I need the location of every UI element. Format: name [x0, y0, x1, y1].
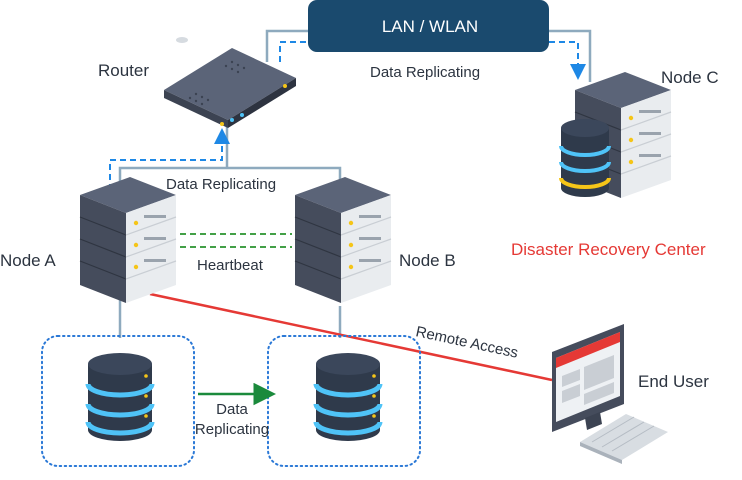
node-c-label: Node C	[661, 68, 719, 87]
mid-replication-label: Data Replicating	[166, 176, 276, 193]
storage-a-database-icon	[88, 353, 152, 441]
node-a-server-icon	[79, 176, 177, 304]
remote-access-link	[149, 292, 553, 382]
storage-replication-label-line2: Replicating	[195, 421, 269, 438]
end-user-label: End User	[638, 372, 709, 391]
network-box	[308, 0, 549, 52]
network-label: LAN / WLAN	[382, 17, 478, 36]
router-label: Router	[98, 61, 149, 80]
node-a-label: Node A	[0, 251, 56, 270]
node-c-database-icon	[559, 119, 611, 197]
top-replication-label: Data Replicating	[370, 64, 480, 81]
storage-replication-label-line1: Data	[216, 401, 248, 418]
disaster-recovery-label: Disaster Recovery Center	[511, 240, 706, 259]
router-icon	[164, 37, 296, 128]
heartbeat-link	[180, 233, 292, 248]
node-b-server-icon	[294, 176, 392, 304]
remote-access-label: Remote Access	[414, 323, 519, 361]
storage-b-database-icon	[316, 353, 380, 441]
network-node	[308, 0, 549, 52]
keyboard-icon	[580, 414, 668, 464]
replication-arrows	[109, 41, 586, 190]
heartbeat-label: Heartbeat	[197, 257, 264, 274]
node-b-label: Node B	[399, 251, 456, 270]
storage-a-boundary	[41, 335, 195, 467]
monitor-icon	[552, 324, 624, 432]
